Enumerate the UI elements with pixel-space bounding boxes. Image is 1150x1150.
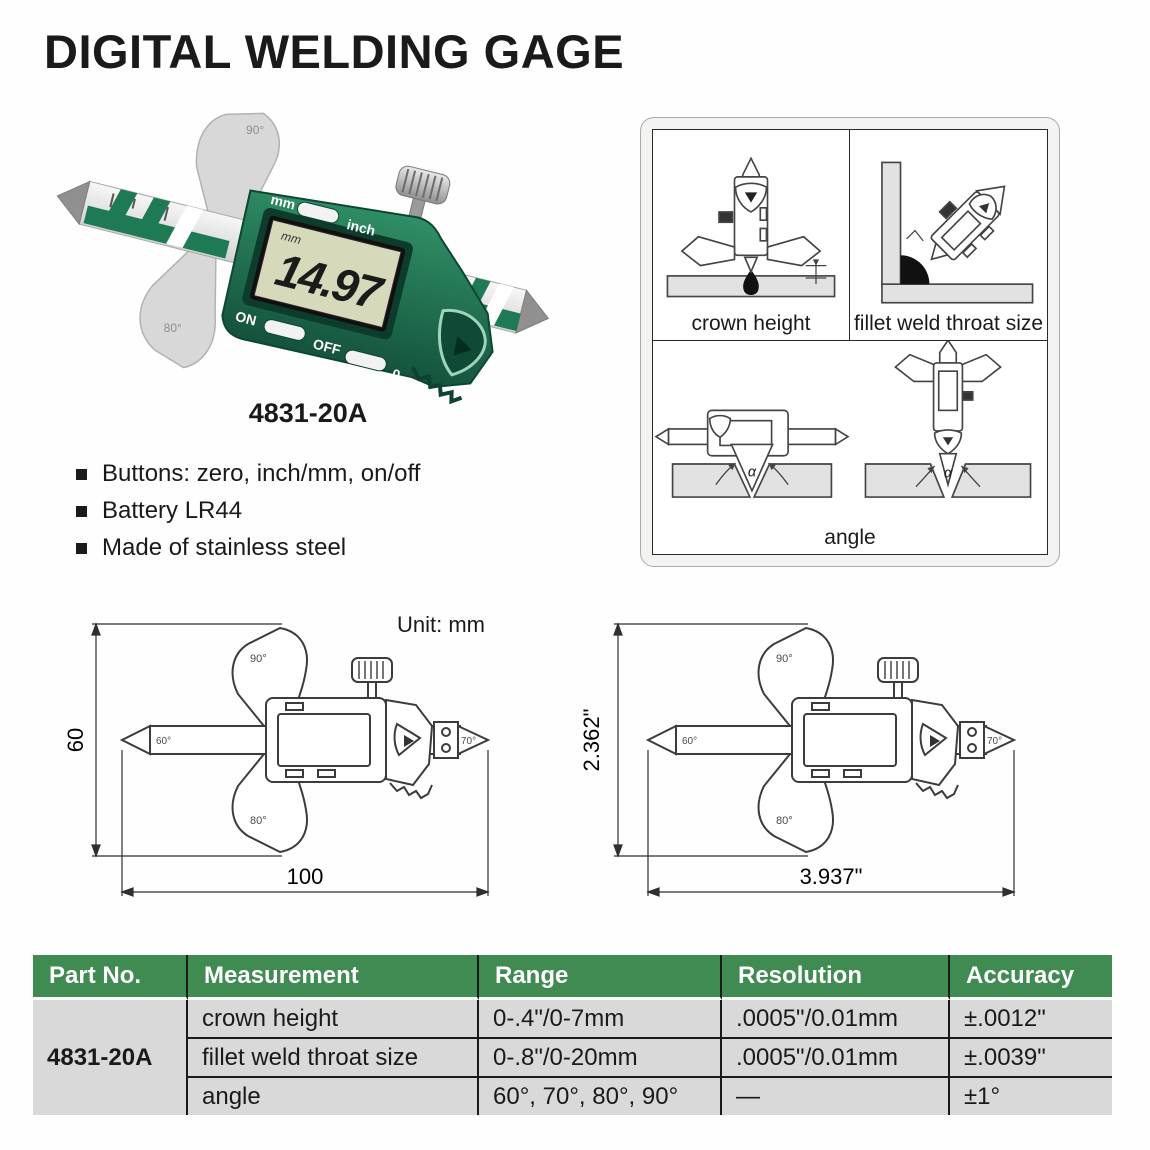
product-part-number: 4831-20A xyxy=(248,398,368,428)
inch-button-label[interactable]: inch xyxy=(345,216,377,238)
resolution-cell: — xyxy=(722,1076,950,1115)
col-header-range: Range xyxy=(479,955,722,1000)
feature-item: Battery LR44 xyxy=(76,497,420,525)
caption-fillet-weld: fillet weld throat size xyxy=(853,312,1044,335)
spec-table: Part No. Measurement Range Resolution Ac… xyxy=(33,955,1112,1115)
alpha-symbol: α xyxy=(748,464,757,480)
accuracy-cell: ±1° xyxy=(950,1076,1112,1115)
diagram-fillet-weld: fillet weld throat size xyxy=(850,130,1047,341)
diagram-crown-height: crown height xyxy=(653,130,850,341)
unit-note: Unit: mm xyxy=(397,612,485,637)
resolution-cell: .0005"/0.01mm xyxy=(722,1000,950,1037)
off-label[interactable]: OFF xyxy=(311,336,342,358)
spec-row-angle: angle 60°, 70°, 80°, 90° — ±1° xyxy=(33,1076,1112,1115)
lcd-display: mm 14.97 xyxy=(242,208,413,340)
blade-90: 90° xyxy=(195,112,280,233)
lcd-unit-label: mm xyxy=(280,229,303,247)
caption-crown-height: crown height xyxy=(691,312,811,335)
bullet-square-icon xyxy=(76,542,87,554)
page-title: DIGITAL WELDING GAGE xyxy=(44,25,625,78)
fillet-weld-illustration xyxy=(880,161,1033,304)
blade-80: 80° xyxy=(139,240,217,369)
dim-length-inch: 3.937" xyxy=(800,864,863,889)
button-labels: mm inch ON OFF 0 xyxy=(234,191,402,383)
product-photo: 90° 80° xyxy=(56,112,550,405)
measurement-cell: fillet weld throat size xyxy=(188,1037,479,1076)
part-no-cell: 4831-20A xyxy=(33,1000,188,1115)
spec-header-row: Part No. Measurement Range Resolution Ac… xyxy=(33,955,1112,1000)
accuracy-cell: ±.0012" xyxy=(950,1000,1112,1037)
dim-lines-mm xyxy=(91,622,490,897)
caption-angle: angle xyxy=(824,526,876,549)
on-off-button[interactable] xyxy=(263,318,307,342)
zero-button[interactable] xyxy=(344,349,388,373)
dim-lines-inch xyxy=(613,622,1016,897)
feature-text: Made of stainless steel xyxy=(102,534,347,561)
dimension-drawing-inch: 2.362" 3.937" xyxy=(579,622,1016,897)
accuracy-cell: ±.0039" xyxy=(950,1037,1112,1076)
diagram-grid: crown height xyxy=(652,129,1048,555)
alpha-symbol: α xyxy=(944,465,953,481)
dim-height-inch: 2.362" xyxy=(579,709,604,772)
spec-row-crown-height: 4831-20A crown height 0-.4"/0-7mm .0005"… xyxy=(33,1000,1112,1115)
col-header-measurement: Measurement xyxy=(188,955,479,1000)
range-cell: 60°, 70°, 80°, 90° xyxy=(479,1076,722,1115)
angle-illustration: α xyxy=(654,341,1032,498)
measurement-cell: crown height xyxy=(188,1000,479,1037)
measurement-diagrams-box: crown height xyxy=(640,117,1060,567)
col-header-accuracy: Accuracy xyxy=(950,955,1112,1000)
feature-item: Buttons: zero, inch/mm, on/off xyxy=(76,460,420,488)
zero-label[interactable]: 0 xyxy=(390,366,402,383)
range-cell: 0-.8"/0-20mm xyxy=(479,1037,722,1076)
feature-list: Buttons: zero, inch/mm, on/off Battery L… xyxy=(76,460,420,571)
crown-height-illustration xyxy=(666,156,836,298)
mm-button-label[interactable]: mm xyxy=(269,191,297,213)
bullet-square-icon xyxy=(76,468,87,480)
col-header-part-no: Part No. xyxy=(33,955,188,1000)
range-cell: 0-.4"/0-7mm xyxy=(479,1000,722,1037)
measurement-cell: angle xyxy=(188,1076,479,1115)
blade-90-label: 90° xyxy=(246,123,264,137)
grip-serration xyxy=(410,366,463,405)
on-label[interactable]: ON xyxy=(234,308,258,329)
feature-item: Made of stainless steel xyxy=(76,534,420,562)
dim-length-mm: 100 xyxy=(287,864,324,889)
resolution-cell: .0005"/0.01mm xyxy=(722,1037,950,1076)
dimension-drawing-mm: 60° 70° 90° 80° 60 100 xyxy=(63,622,490,897)
feature-text: Battery LR44 xyxy=(102,497,243,524)
feature-text: Buttons: zero, inch/mm, on/off xyxy=(102,460,421,487)
dim-height-mm: 60 xyxy=(63,728,88,752)
spec-row-fillet-weld: fillet weld throat size 0-.8"/0-20mm .00… xyxy=(33,1037,1112,1076)
blade-80-label: 80° xyxy=(164,321,182,335)
bullet-square-icon xyxy=(76,505,87,517)
diagram-angle: α xyxy=(653,341,1047,554)
mm-inch-button[interactable] xyxy=(296,201,340,225)
col-header-resolution: Resolution xyxy=(722,955,950,1000)
thumb-wheel xyxy=(395,165,451,225)
